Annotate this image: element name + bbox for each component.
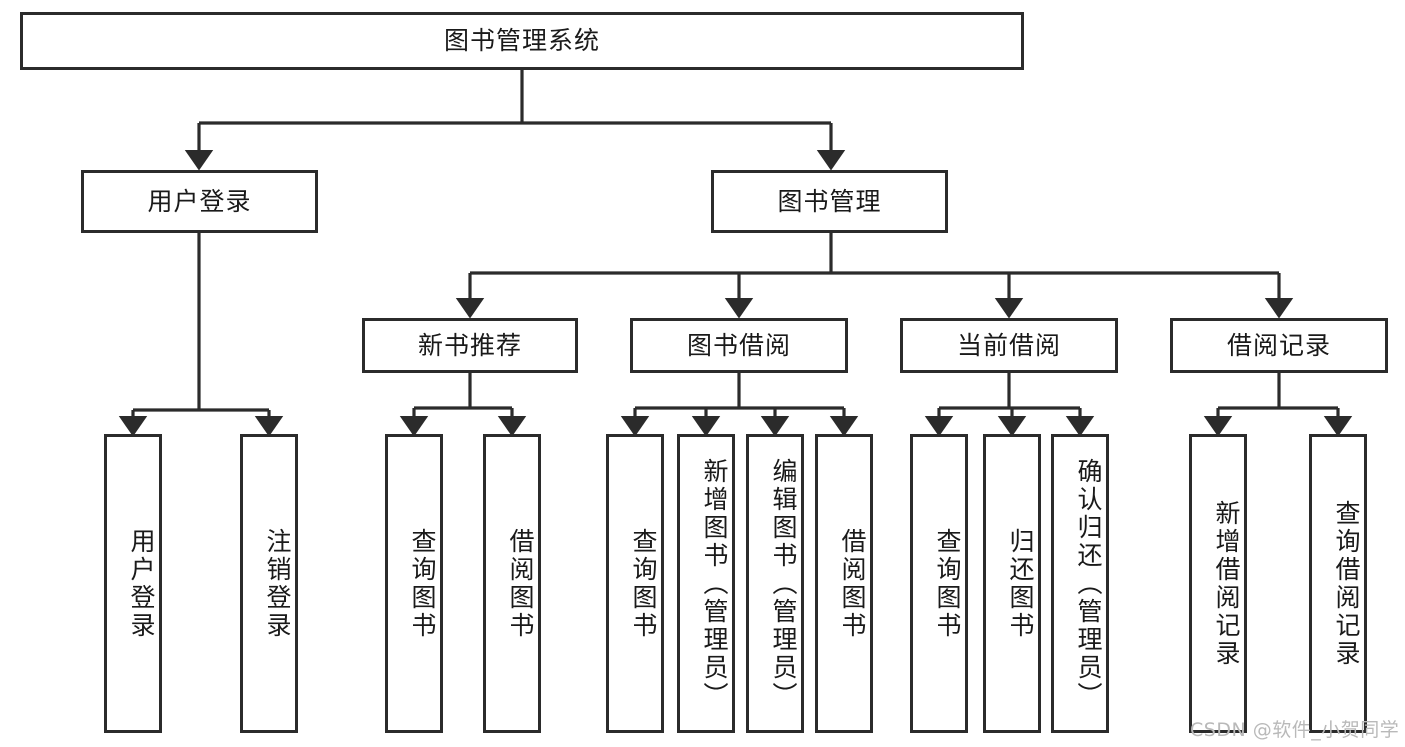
leaf-user-login[interactable]: 用户登录 [104,434,162,733]
leaf-add-book[interactable]: 新增图书（管理员） [677,434,735,733]
leaf-add-record[interactable]: 新增借阅记录 [1189,434,1247,733]
leaf-confirm-return[interactable]: 确认归还（管理员） [1051,434,1109,733]
node-book-manage[interactable]: 图书管理 [711,170,948,233]
csdn-watermark: CSDN @软件_小贺同学 [1190,719,1400,741]
node-user-login[interactable]: 用户登录 [81,170,318,233]
leaf-query-book-2[interactable]: 查询图书 [606,434,664,733]
leaf-edit-book[interactable]: 编辑图书（管理员） [746,434,804,733]
node-borrow-record[interactable]: 借阅记录 [1170,318,1388,373]
leaf-borrow-book-1[interactable]: 借阅图书 [483,434,541,733]
node-book-borrow[interactable]: 图书借阅 [630,318,848,373]
node-current-borrow[interactable]: 当前借阅 [900,318,1118,373]
leaf-query-book-1[interactable]: 查询图书 [385,434,443,733]
leaf-borrow-book-2[interactable]: 借阅图书 [815,434,873,733]
leaf-query-record[interactable]: 查询借阅记录 [1309,434,1367,733]
leaf-logout[interactable]: 注销登录 [240,434,298,733]
leaf-return-book[interactable]: 归还图书 [983,434,1041,733]
node-new-book-rec[interactable]: 新书推荐 [362,318,578,373]
leaf-query-book-3[interactable]: 查询图书 [910,434,968,733]
node-root[interactable]: 图书管理系统 [20,12,1024,70]
